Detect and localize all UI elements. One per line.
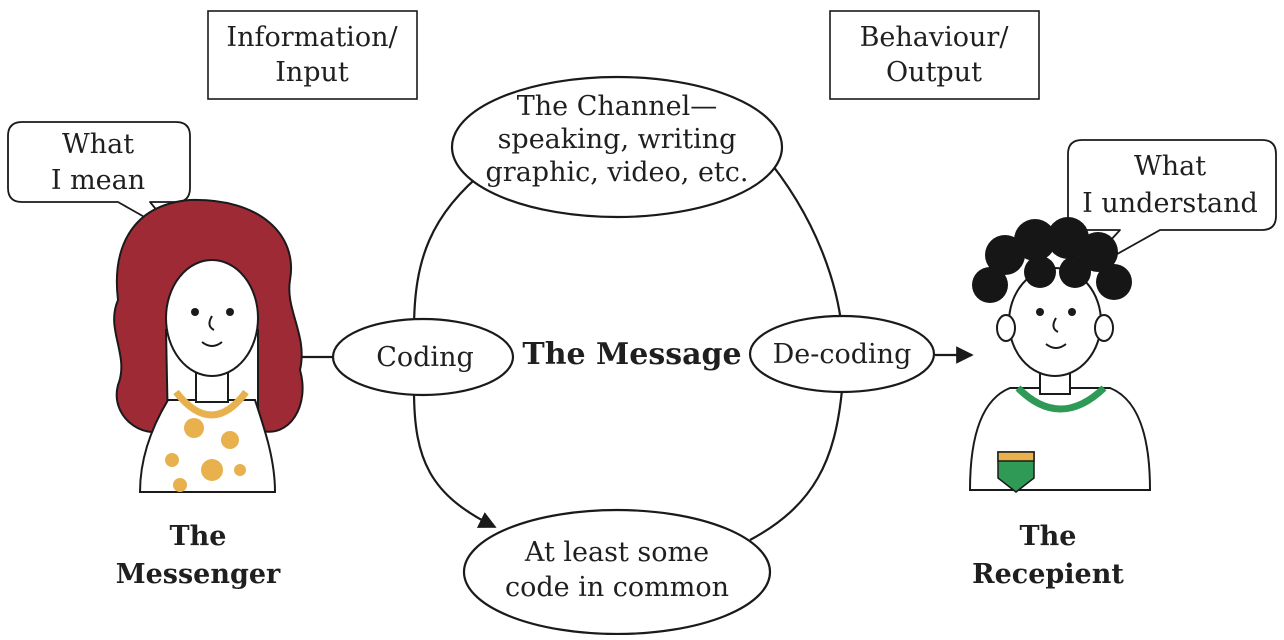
messenger-speech-line-1: What xyxy=(62,129,134,160)
recipient-illustration xyxy=(968,217,1152,493)
channel-line-1: The Channel— xyxy=(517,91,718,122)
common-code-ellipse: At least some code in common xyxy=(462,508,772,636)
channel-line-3: graphic, video, etc. xyxy=(486,157,749,188)
decoding-ellipse: De-coding xyxy=(748,314,936,394)
common-code-line-1: At least some xyxy=(524,537,709,568)
messenger-caption-line-2: Messenger xyxy=(116,559,281,590)
recipient-caption-line-1: The xyxy=(1020,521,1077,552)
recipient-speech-line-1: What xyxy=(1134,151,1206,182)
channel-ellipse: The Channel— speaking, writing graphic, … xyxy=(450,75,784,219)
coding-label: Coding xyxy=(376,342,474,373)
messenger-illustration xyxy=(113,198,304,493)
recipient-speech-line-2: I understand xyxy=(1082,188,1258,219)
input-box-line-2: Input xyxy=(275,57,349,88)
output-box: Behaviour/ Output xyxy=(829,10,1040,100)
recipient-speech-bubble: What I understand xyxy=(1067,139,1277,277)
messenger-speech-line-2: I mean xyxy=(51,165,145,196)
channel-line-2: speaking, writing xyxy=(498,124,737,155)
message-cycle xyxy=(298,149,974,541)
coding-ellipse: Coding xyxy=(331,317,515,397)
output-box-line-2: Output xyxy=(886,57,982,88)
input-box: Information/ Input xyxy=(207,10,418,100)
recipient-caption: The Recepient xyxy=(972,521,1124,590)
messenger-caption: The Messenger xyxy=(116,521,281,590)
messenger-caption-line-1: The xyxy=(170,521,227,552)
messenger-speech-bubble: What I mean xyxy=(7,121,191,237)
recipient-caption-line-2: Recepient xyxy=(972,559,1124,590)
message-title: The Message xyxy=(522,337,741,372)
input-box-line-1: Information/ xyxy=(226,22,398,53)
output-box-line-1: Behaviour/ xyxy=(860,22,1010,53)
common-code-line-2: code in common xyxy=(505,572,729,603)
decoding-label: De-coding xyxy=(773,339,912,370)
